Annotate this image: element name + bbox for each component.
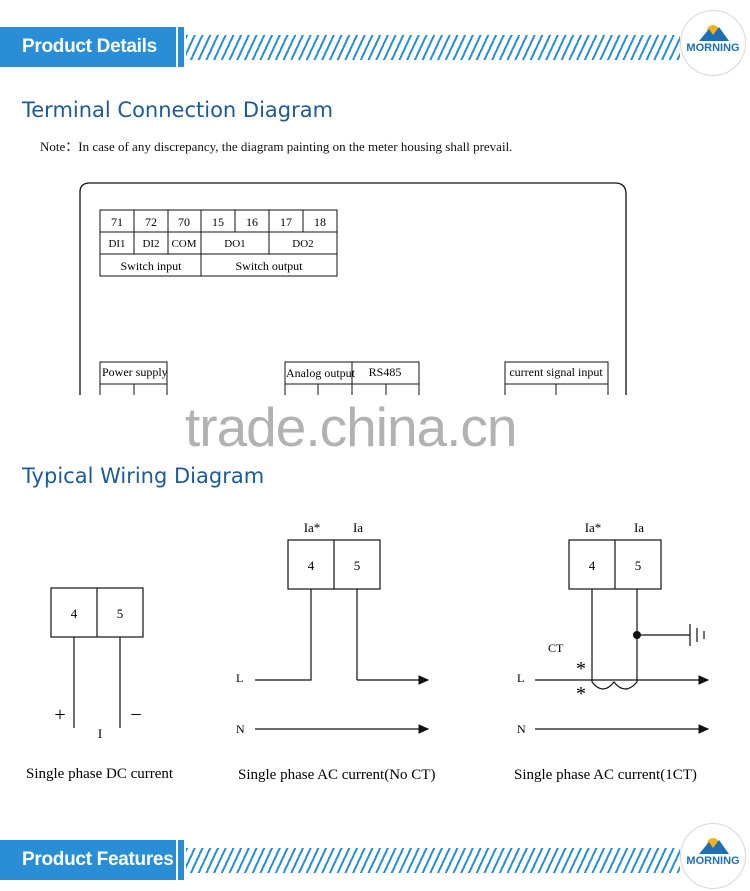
- function-do2: DO2: [292, 238, 313, 250]
- dc-minus: −: [130, 704, 141, 726]
- terminal-17: 17: [280, 215, 292, 229]
- switch-terminal-block: [99, 209, 338, 277]
- morning-logo: MORNING: [680, 823, 746, 889]
- top-banner: Product Details: [0, 27, 750, 67]
- rs485-label: RS485: [369, 365, 402, 379]
- ct-coil: [591, 681, 638, 690]
- ct-star-upper: *: [576, 658, 586, 680]
- terminal-heading: Terminal Connection Diagram: [22, 98, 334, 122]
- sun-mountain-icon: [699, 838, 729, 854]
- ac-no-ct-ia: Ia: [353, 520, 363, 535]
- ac-no-ct-neutral-label: N: [236, 722, 245, 736]
- logo-text: MORNING: [686, 855, 740, 867]
- morning-logo: MORNING: [680, 10, 746, 76]
- banner-stripes: [186, 35, 680, 60]
- terminal-16: 16: [246, 215, 258, 229]
- dc-caption: Single phase DC current: [26, 766, 174, 782]
- image-fade-strip: [0, 396, 750, 446]
- current-signal-input-label: current signal input: [509, 365, 603, 379]
- ac-no-ct-terminal-5: 5: [354, 558, 361, 573]
- banner-title: Product Features: [0, 840, 176, 880]
- switch-output-label: Switch output: [235, 259, 303, 273]
- terminal-71: 71: [111, 215, 123, 229]
- function-do1: DO1: [224, 238, 245, 250]
- power-supply-block: [99, 361, 168, 395]
- ac-no-ct-diagram: Ia* Ia 4 5 L N Single phase AC current(N…: [236, 520, 435, 783]
- meter-housing-outline: [79, 182, 627, 395]
- ac-1ct-line-label: L: [517, 671, 524, 685]
- terminal-15: 15: [212, 215, 224, 229]
- ac-no-ct-line-label: L: [236, 671, 243, 685]
- ac-no-ct-terminal-4: 4: [308, 558, 315, 573]
- function-di1: DI1: [108, 238, 125, 250]
- ct-label: CT: [548, 641, 564, 655]
- banner-separator: [178, 840, 184, 880]
- ac-1ct-caption: Single phase AC current(1CT): [514, 767, 697, 783]
- ac-1ct-terminal-5: 5: [635, 558, 642, 573]
- sun-mountain-icon: [699, 25, 729, 41]
- dc-terminal-5: 5: [117, 606, 124, 621]
- dc-terminal-4: 4: [71, 606, 78, 621]
- watermark: trade.china.cn: [185, 396, 517, 458]
- banner-separator: [178, 27, 184, 67]
- terminal-diagram: 71 72 70 15 16 17 18 DI1 DI2 COM DO1 DO2…: [79, 182, 627, 395]
- banner-title: Product Details: [0, 27, 176, 67]
- ac-1ct-terminal-4: 4: [589, 558, 596, 573]
- logo-text: MORNING: [686, 42, 740, 54]
- ac-no-ct-ia-star: Ia*: [304, 520, 321, 535]
- banner-stripes: [186, 848, 680, 873]
- ac-1ct-diagram: Ia* Ia 4 5 CT * * L N Single phase AC cu…: [514, 520, 710, 783]
- function-com: COM: [171, 238, 196, 250]
- ac-1ct-ia: Ia: [634, 520, 644, 535]
- wiring-diagrams: 4 5 + − I Single phase DC current Ia* Ia…: [26, 520, 710, 783]
- power-supply-label: Power supply: [102, 365, 168, 379]
- terminal-70: 70: [178, 215, 190, 229]
- function-di2: DI2: [142, 238, 159, 250]
- terminal-18: 18: [314, 215, 326, 229]
- analog-rs485-block: [284, 361, 420, 395]
- ct-star-lower: *: [576, 683, 586, 705]
- analog-output-label: Analog output: [286, 366, 356, 380]
- ac-1ct-ia-star: Ia*: [585, 520, 602, 535]
- dc-current-label: I: [98, 726, 102, 741]
- current-input-block: [504, 361, 609, 395]
- bottom-banner: Product Features: [0, 840, 750, 880]
- switch-input-label: Switch input: [120, 259, 182, 273]
- dc-plus: +: [54, 704, 65, 726]
- junction-dot: [633, 631, 641, 639]
- wiring-heading: Typical Wiring Diagram: [22, 464, 265, 488]
- terminal-note: Note：In case of any discrepancy, the dia…: [40, 139, 513, 154]
- dc-current-diagram: 4 5 + − I Single phase DC current: [26, 587, 174, 782]
- terminal-72: 72: [145, 215, 157, 229]
- ac-1ct-neutral-label: N: [517, 722, 526, 736]
- ac-no-ct-caption: Single phase AC current(No CT): [238, 767, 435, 783]
